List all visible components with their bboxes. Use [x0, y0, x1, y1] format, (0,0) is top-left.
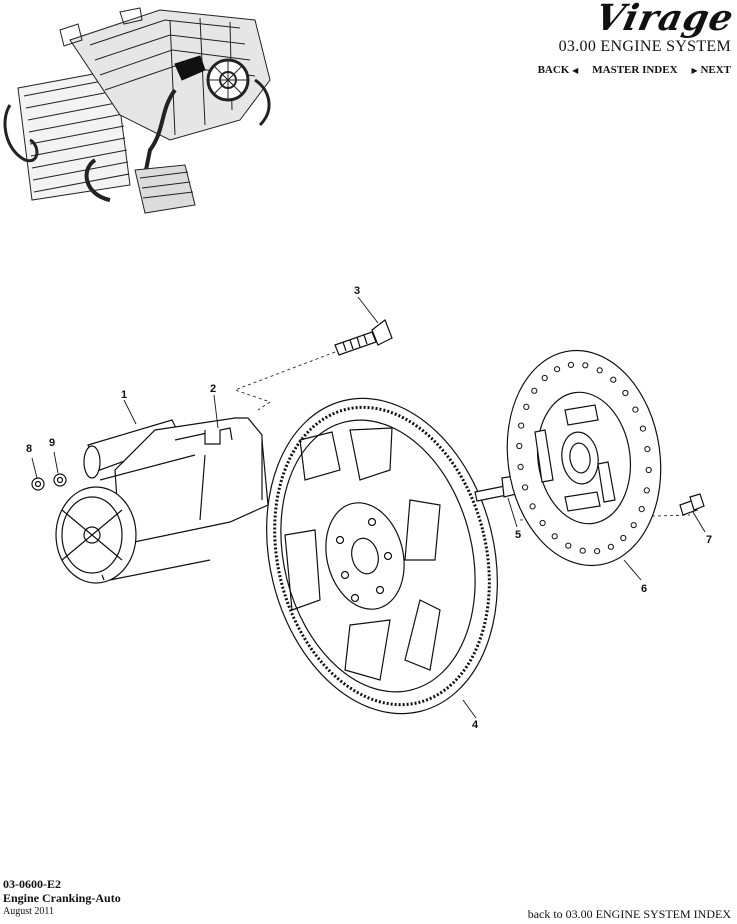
drive-plate-hole [516, 442, 523, 450]
drive-plate-hole [539, 519, 546, 527]
drive-plate-hole [565, 542, 572, 549]
callout-4: 4 [472, 719, 479, 731]
page-code: 03-0600-E2 [3, 877, 61, 891]
nuts-8-9 [31, 473, 67, 491]
drive-plate-holes [516, 361, 652, 555]
nav-bar: BACK ◀ MASTER INDEX ▶ NEXT [538, 64, 731, 76]
drive-plate-hole [610, 376, 617, 383]
drive-plate-hole [630, 522, 637, 529]
drive-plate-hole [596, 367, 603, 374]
leader-bolt-3 [233, 351, 336, 411]
drive-plate-hole [643, 487, 650, 494]
drive-plate-hole [551, 533, 558, 540]
drive-plate-hole [579, 547, 586, 554]
next-button[interactable]: ▶ NEXT [692, 64, 731, 76]
drive-plate-hole [632, 406, 639, 413]
callout-6: 6 [641, 583, 647, 595]
callout-3: 3 [354, 285, 360, 297]
drive-plate-hole [522, 484, 529, 491]
drive-plate-hole [594, 548, 601, 555]
callout-2: 2 [210, 383, 216, 395]
engine-thumbnail [3, 7, 271, 214]
callout-5: 5 [515, 529, 521, 541]
bolt-5 [474, 475, 517, 502]
page-date: August 2011 [3, 905, 55, 917]
drive-plate-hole [518, 422, 525, 429]
next-label: NEXT [700, 64, 731, 76]
master-index-button[interactable]: MASTER INDEX [592, 64, 678, 76]
callout-9: 9 [49, 437, 55, 449]
drive-plate-hole [644, 446, 651, 453]
drive-plate-hole [645, 466, 652, 474]
drive-plate-hole [607, 543, 615, 550]
back-arrow-icon: ◀ [572, 66, 579, 75]
next-arrow-icon: ▶ [691, 66, 698, 75]
callout-leaders [31, 296, 706, 719]
drive-plate-hole [622, 389, 629, 397]
callout-8: 8 [26, 443, 32, 455]
drive-plate-hole [541, 374, 548, 382]
callout-7: 7 [706, 534, 712, 546]
drive-plate-hole [567, 361, 575, 368]
back-to-index-link[interactable]: back to 03.00 ENGINE SYSTEM INDEX [527, 907, 731, 921]
bolt-3 [334, 319, 393, 356]
flexplate [266, 397, 498, 715]
drive-plate-hole [554, 366, 561, 373]
back-label: BACK [537, 64, 570, 76]
drive-plate-hole [638, 506, 645, 513]
bolt-7 [679, 493, 705, 516]
drive-plate-hole [531, 387, 538, 394]
drive-plate-hole [639, 425, 647, 432]
drive-plate-hole [620, 534, 627, 542]
footer-info: 03-0600-E2 Engine Cranking-Auto August 2… [3, 877, 121, 917]
drive-plate [506, 349, 662, 567]
drive-plate-hole [517, 463, 524, 470]
section-title: 03.00 ENGINE SYSTEM [558, 38, 731, 55]
starter-motor [55, 417, 269, 584]
drive-plate-hole [582, 362, 589, 369]
page-name: Engine Cranking-Auto [3, 890, 121, 905]
drive-plate-hole [523, 403, 530, 410]
back-button[interactable]: BACK ◀ [538, 64, 579, 76]
drive-plate-hole [529, 503, 536, 510]
callout-1: 1 [121, 389, 127, 401]
